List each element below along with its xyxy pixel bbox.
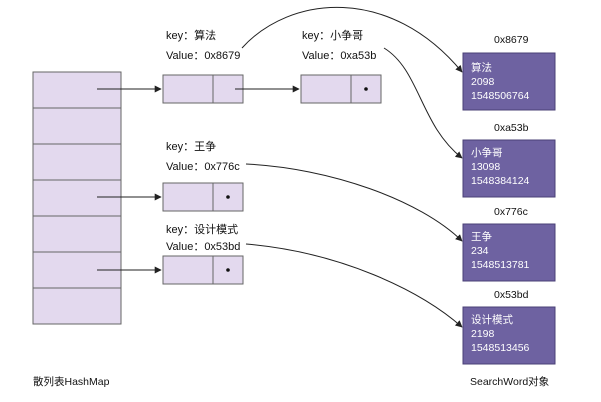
node-box [162,255,244,285]
object-word: 小争哥 [471,146,503,159]
hash-slot [32,215,122,253]
searchword-object: 0xa53b 小争哥 13098 1548384124 [462,122,556,198]
object-timestamp: 1548506764 [471,90,530,102]
object-address: 0x776c [494,206,528,218]
node-value-label: Value：0x8679 [166,50,240,62]
hash-slot [32,71,122,109]
node-box [300,74,382,104]
list-node: key：小争哥 Value：0xa53b [300,28,382,104]
hash-table [32,71,122,325]
value-pointer-arrow [383,47,463,159]
object-count: 2198 [471,328,495,340]
value-pointer-arrow [241,6,463,73]
object-word: 算法 [471,61,492,74]
null-pointer-dot [226,268,230,272]
object-address: 0xa53b [494,122,529,134]
hash-slot [32,287,122,325]
null-pointer-dot [364,87,368,91]
object-box [462,139,556,198]
null-pointer-dot [226,195,230,199]
searchword-object: 0x776c 王争 234 1548513781 [462,206,556,282]
list-node: key：王争 Value：0x776c [162,139,244,212]
hash-slot [32,179,122,217]
hash-slot [32,107,122,145]
node-key-label: key：王争 [166,139,216,153]
hash-slot [32,143,122,181]
object-count: 2098 [471,76,495,88]
object-count: 234 [471,245,489,257]
node-box [162,182,244,212]
object-box [462,52,556,111]
object-box [462,306,556,365]
object-box [462,223,556,282]
object-word: 王争 [471,230,492,243]
object-timestamp: 1548513781 [471,259,530,271]
node-value-label: Value：0x776c [166,161,240,173]
value-pointer-arrow [245,243,463,328]
searchword-object: 0x53bd 设计模式 2198 1548513456 [462,289,556,365]
object-timestamp: 1548513456 [471,342,530,354]
node-box [162,74,244,104]
node-value-label: Value：0x53bd [166,241,240,253]
list-node: key：设计模式 Value：0x53bd [162,223,244,285]
node-key-label: key：小争哥 [302,28,363,42]
object-address: 0x8679 [494,34,529,46]
searchword-object: 0x8679 算法 2098 1548506764 [462,34,556,111]
value-pointer-arrow [245,163,463,242]
object-count: 13098 [471,161,500,173]
hashmap-caption: 散列表HashMap [33,375,110,388]
list-node: key：算法 Value：0x8679 [162,28,244,104]
node-value-label: Value：0xa53b [302,50,376,62]
objects-caption: SearchWord对象 [470,375,549,388]
object-address: 0x53bd [494,289,529,301]
object-timestamp: 1548384124 [471,175,530,187]
node-key-label: key：设计模式 [166,223,238,236]
node-key-label: key：算法 [166,28,216,42]
object-word: 设计模式 [471,313,513,326]
